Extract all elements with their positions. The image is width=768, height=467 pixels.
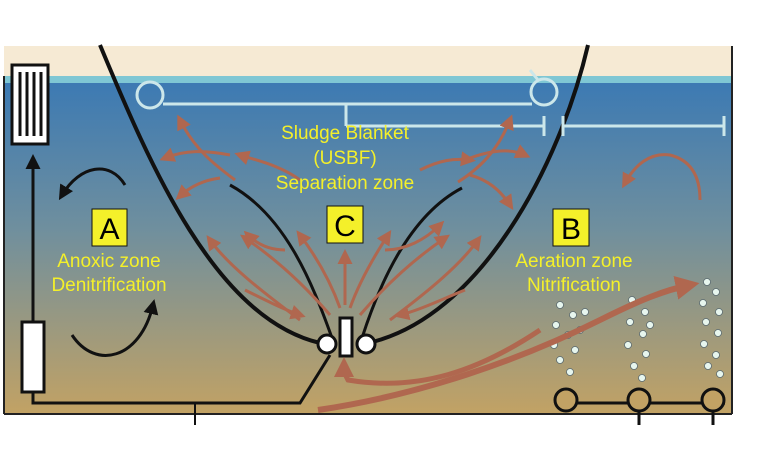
zone-a-letter: A (99, 213, 119, 246)
zone-b-letter: B (561, 213, 581, 246)
main-flow-arrow-to-aeration (317, 276, 700, 413)
zone-b: B Aeration zone Nitrification (515, 208, 633, 296)
inner-baffle-right (360, 186, 463, 339)
circulation-arrow-anoxic-top (58, 167, 127, 201)
zone-a-letter-box (91, 208, 128, 247)
zone-c-abbrev: (USBF) (313, 148, 376, 169)
zone-c-letter-box (326, 205, 364, 244)
flow-arrow-into-separator (334, 327, 542, 386)
effluent-inlet-right (529, 77, 559, 107)
effluent-inlet-left (135, 80, 165, 110)
separator-bottom-valve (316, 316, 377, 358)
pump-box (20, 320, 46, 394)
circulation-arrow-anoxic-bottom (70, 299, 159, 357)
zone-b-title: Aeration zone (515, 251, 632, 272)
zone-c-subtitle: Separation zone (276, 173, 414, 194)
above-surface (4, 46, 732, 76)
zone-a-subtitle: Denitrification (51, 275, 166, 296)
zone-c: Sludge Blanket (USBF) Separation zone C (276, 123, 414, 244)
zone-a: A Anoxic zone Denitrification (51, 208, 167, 296)
zone-c-letter: C (334, 210, 356, 243)
outlet-screen-icon (10, 63, 50, 146)
inner-baffle-left (229, 183, 334, 339)
water-surface (4, 76, 732, 83)
sludge-return-pipe (31, 354, 332, 405)
effluent-pipes (135, 69, 726, 136)
separator-hopper-wall (98, 44, 590, 345)
zone-c-title: Sludge Blanket (281, 123, 410, 144)
flow-arrows (159, 114, 702, 322)
zone-b-subtitle: Nitrification (527, 275, 621, 296)
aeration-diffusers (553, 387, 726, 425)
zone-b-letter-box (552, 208, 590, 247)
zone-a-title: Anoxic zone (57, 251, 161, 272)
